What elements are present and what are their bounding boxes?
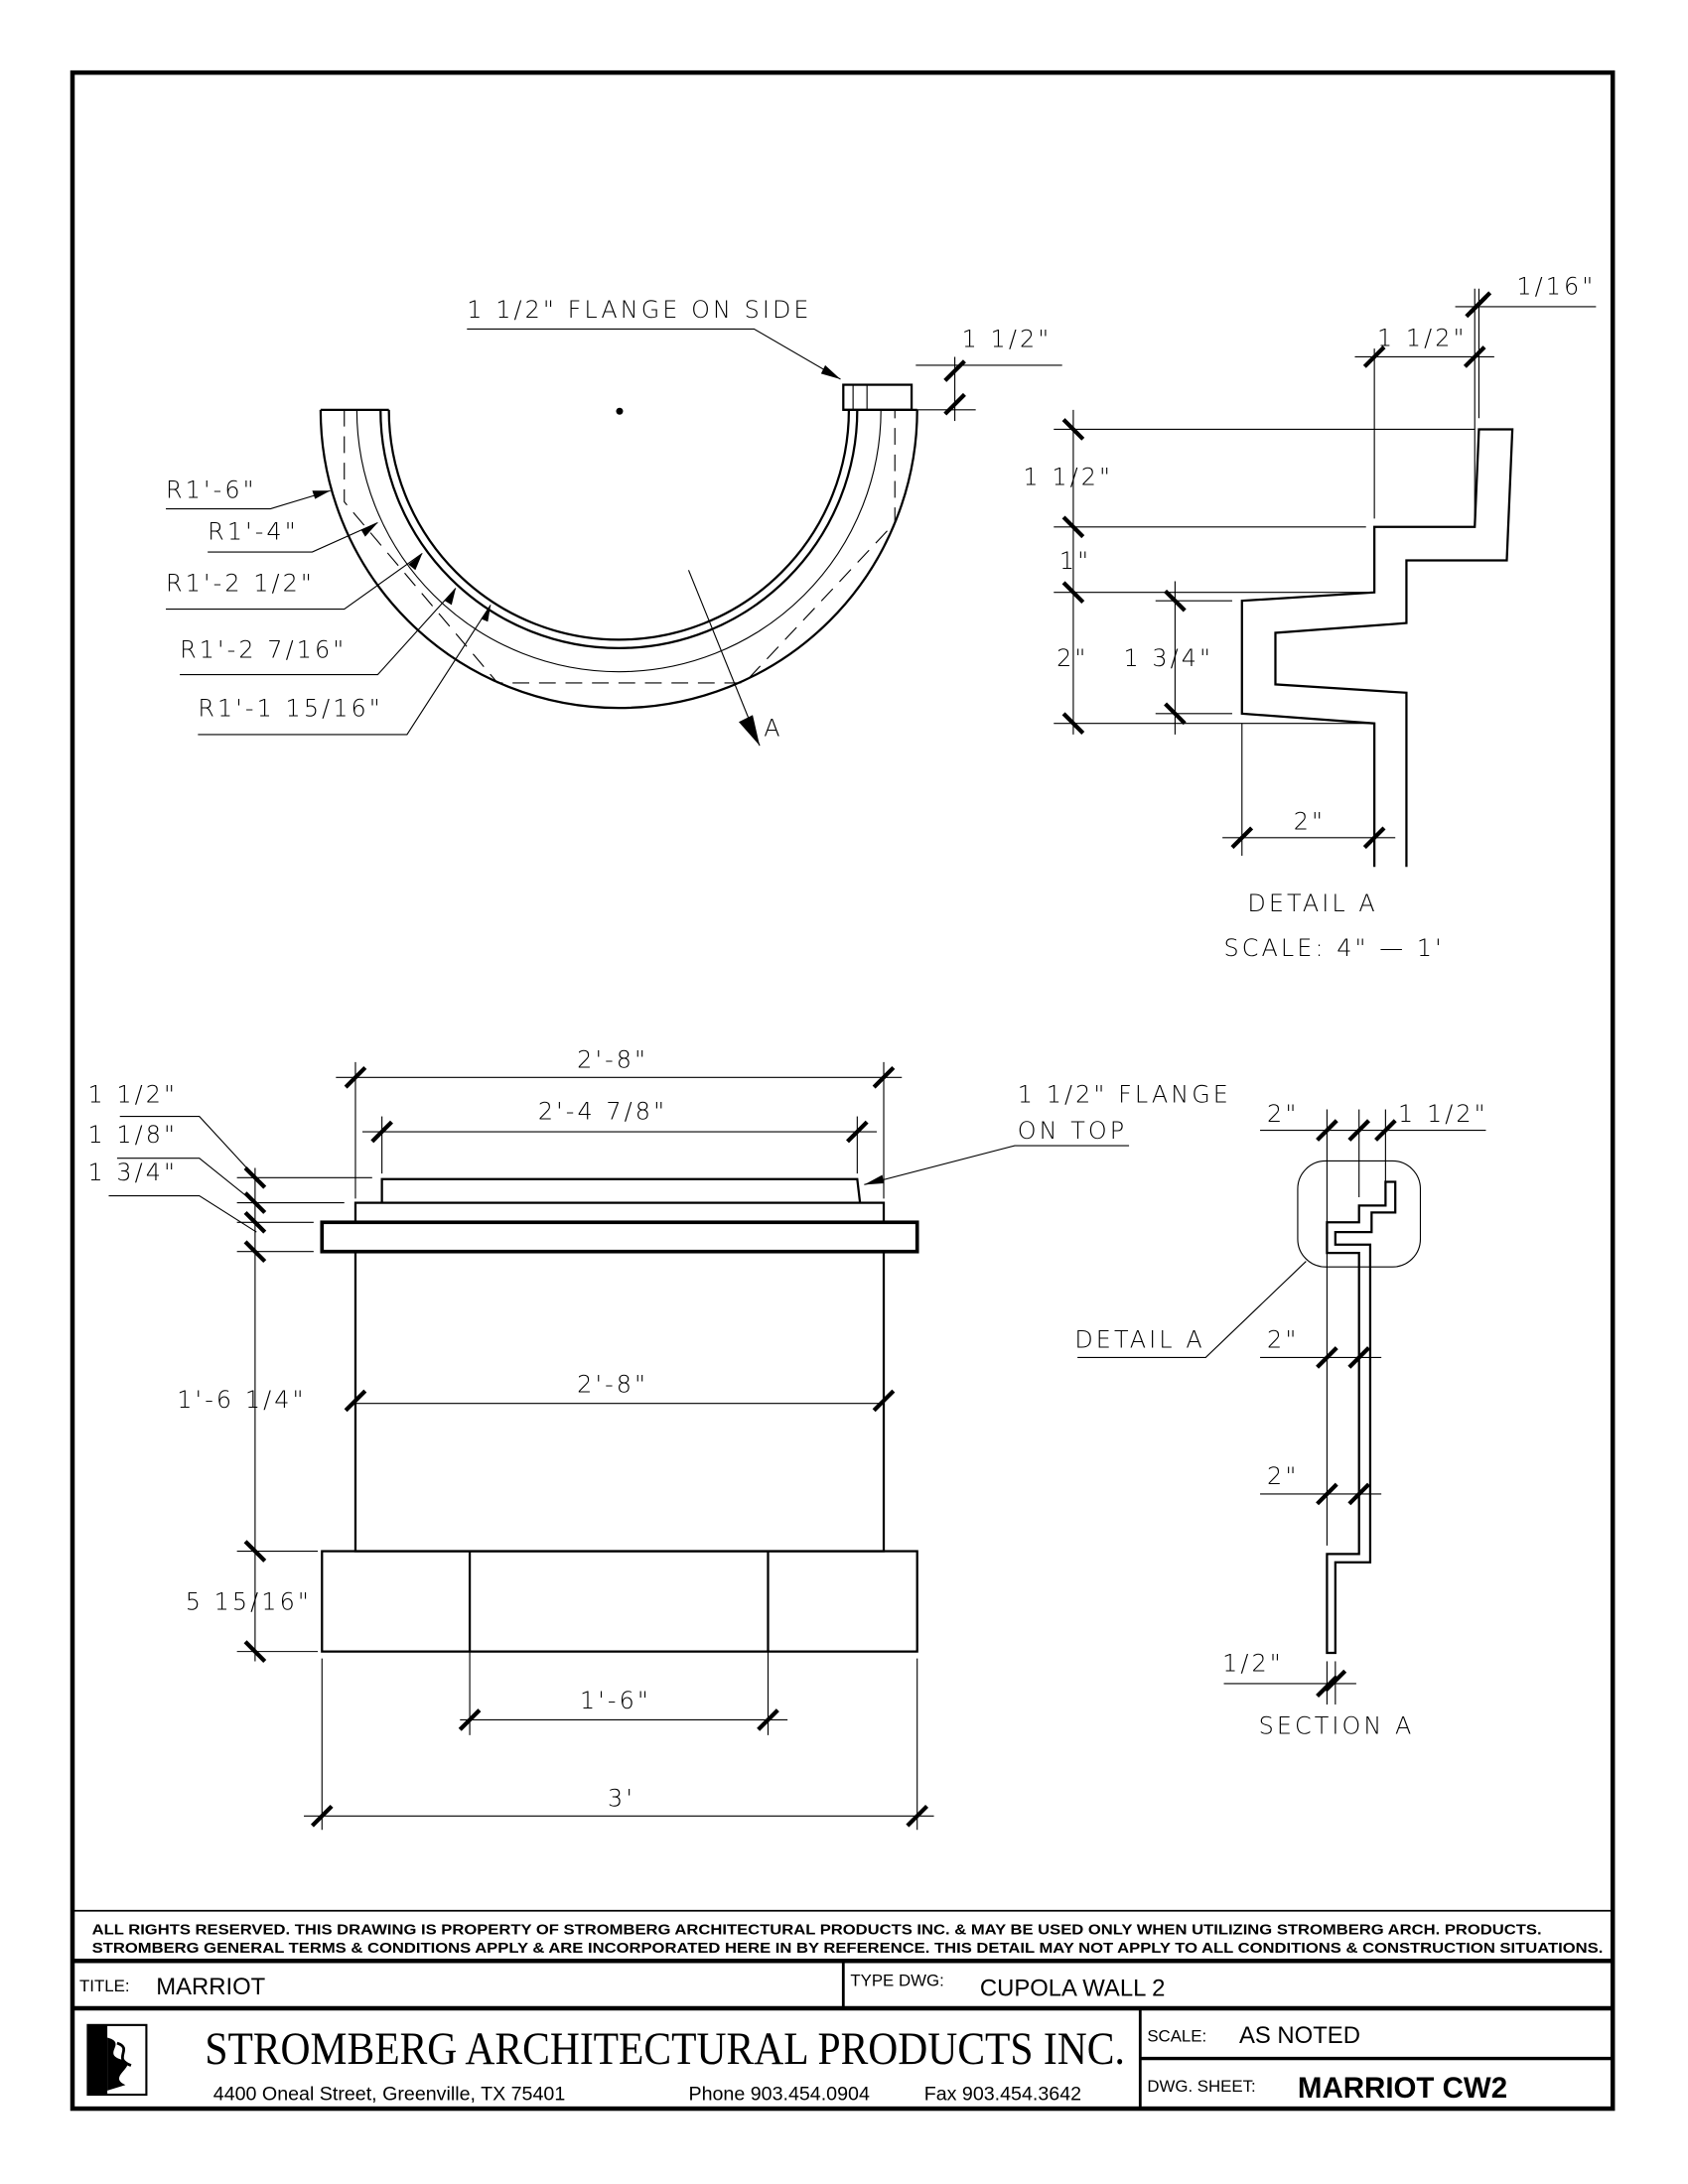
side-flange <box>842 383 914 411</box>
elevation-view: 2'-8" 2'-4 7/8" 1 1/2" FLANGE ON TOP 1 1… <box>87 1045 1231 1831</box>
sheet-label: DWG. SHEET: <box>1147 2077 1255 2096</box>
dim-overall-top: 2'-8" <box>577 1045 648 1073</box>
radius-label: R1'-6" <box>166 476 257 503</box>
dim-base-height: 5 15/16" <box>186 1588 312 1616</box>
plan-view: A 1 1/2" FLANGE ON SIDE 1 1/2" R1'-6" R1… <box>166 296 1062 747</box>
dim-bottom: 1/2" <box>1222 1649 1284 1677</box>
cap-band <box>320 1220 919 1254</box>
section-a: DETAIL A 2" 1 1/2" 2" 2" 1/2" SECTION A <box>1074 1100 1488 1739</box>
section-marker: A <box>764 714 782 742</box>
dim-mid: 2" <box>1267 1326 1299 1354</box>
dim-top-right: 1 1/2" <box>1398 1100 1488 1128</box>
company-phone: Phone 903.454.0904 <box>688 2084 869 2106</box>
flange-top-label: 1 1/2" FLANGE <box>1018 1081 1231 1109</box>
dim-bottom-width: 2" <box>1294 807 1326 835</box>
upper-band <box>353 1201 886 1224</box>
dim-base-width: 3' <box>608 1784 635 1812</box>
company-address: 4400 Oneal Street, Greenville, TX 75401 <box>213 2084 565 2106</box>
wall-body <box>353 1250 886 1553</box>
dashed-outline <box>344 409 896 684</box>
dim-body-height: 1'-6 1/4" <box>177 1386 306 1414</box>
flange-side-dim: 1 1/2" <box>962 326 1053 353</box>
company-fax: Fax 903.454.3642 <box>924 2084 1081 2106</box>
title-block: ALL RIGHTS RESERVED. THIS DRAWING IS PRO… <box>71 1909 1614 2110</box>
terms-notice: STROMBERG GENERAL TERMS & CONDITIONS APP… <box>92 1941 1604 1957</box>
detail-callout-label: DETAIL A <box>1074 1326 1204 1354</box>
type-dwg-value: CUPOLA WALL 2 <box>980 1975 1166 2001</box>
radius-label: R1'-2 1/2" <box>166 569 315 597</box>
dim-left: 1 1/2" <box>87 1081 178 1109</box>
scale-value: AS NOTED <box>1239 2022 1360 2049</box>
flange-side-label: 1 1/2" FLANGE ON SIDE <box>467 296 811 324</box>
type-dwg-label: TYPE DWG: <box>850 1972 943 1990</box>
dim-left: 1 1/8" <box>87 1121 178 1149</box>
radius-label: R1'-2 7/16" <box>180 636 347 664</box>
dim-step: 1" <box>1059 547 1091 575</box>
dim-top-left: 2" <box>1267 1100 1299 1128</box>
base-block <box>321 1550 918 1653</box>
arc-r1-4 <box>355 409 882 673</box>
flange-top-label: ON TOP <box>1018 1117 1127 1145</box>
center-point <box>616 407 624 415</box>
dim-left: 1 3/4" <box>87 1159 178 1186</box>
dim-lower: 2" <box>1267 1462 1299 1490</box>
section-arrow-icon <box>739 715 761 747</box>
dim-lip: 1/16" <box>1516 272 1596 300</box>
scale-label: SCALE: <box>1147 2027 1206 2046</box>
sheet-border <box>70 69 1616 2112</box>
detail-a-scale: SCALE: 4" — 1' <box>1224 934 1445 962</box>
detail-a-title: DETAIL A <box>1247 889 1377 917</box>
sheet-value: MARRIOT CW2 <box>1298 2072 1507 2105</box>
arc-outer <box>319 409 918 710</box>
dim-upper-height: 1 1/2" <box>1023 464 1113 491</box>
dim-body-width: 2'-8" <box>577 1371 648 1399</box>
section-profile <box>1326 1180 1397 1655</box>
dim-lower-height: 2" <box>1056 644 1088 672</box>
top-flange <box>380 1177 862 1203</box>
dim-base-center: 1'-6" <box>580 1687 651 1714</box>
detail-profile <box>1240 428 1514 868</box>
title-value: MARRIOT <box>156 1974 265 2000</box>
radius-label: R1'-4" <box>208 517 299 545</box>
radius-label: R1'-1 15/16" <box>198 695 382 723</box>
section-cut-line <box>687 570 761 747</box>
dim-inner-height: 1 3/4" <box>1123 644 1213 672</box>
title-label: TITLE: <box>79 1977 130 1995</box>
detail-a: 1 1/2" 1" 2" 1 3/4" 1 1/2" 1/16" 2" DETA… <box>1023 272 1597 962</box>
rights-notice: ALL RIGHTS RESERVED. THIS DRAWING IS PRO… <box>92 1923 1542 1939</box>
arc-r1-2-half <box>379 409 859 649</box>
company-logo <box>86 2023 148 2097</box>
dim-top-width: 1 1/2" <box>1377 324 1468 351</box>
company-name: STROMBERG ARCHITECTURAL PRODUCTS INC. <box>205 2024 1125 2075</box>
arc-inner <box>387 409 851 641</box>
section-a-title: SECTION A <box>1259 1711 1415 1739</box>
dim-flange-width: 2'-4 7/8" <box>538 1097 667 1125</box>
